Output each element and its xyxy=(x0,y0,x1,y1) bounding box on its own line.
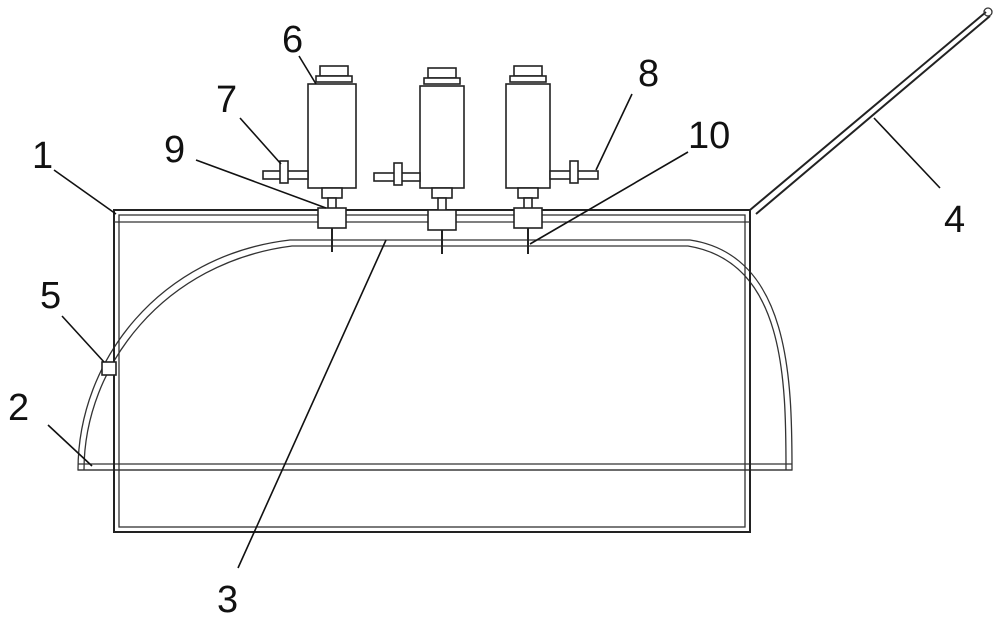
angled-handle xyxy=(750,8,992,214)
leader-8 xyxy=(596,94,632,170)
leader-1 xyxy=(54,170,116,214)
label-6: 6 xyxy=(282,19,303,61)
leader-9 xyxy=(196,160,326,208)
label-9: 9 xyxy=(164,129,185,171)
rectangular-frame xyxy=(114,210,750,532)
side-block xyxy=(102,362,116,375)
leader-7 xyxy=(240,118,281,164)
part-labels: 1 2 3 4 5 6 7 8 9 10 xyxy=(8,19,965,621)
leader-5 xyxy=(62,316,104,362)
label-2: 2 xyxy=(8,387,29,429)
arched-cover xyxy=(78,240,792,470)
label-1: 1 xyxy=(32,135,53,177)
leader-4 xyxy=(874,118,940,188)
cylinder-unit-right xyxy=(506,66,598,254)
label-8: 8 xyxy=(638,53,659,95)
label-4: 4 xyxy=(944,199,965,241)
label-3: 3 xyxy=(217,579,238,621)
cylinder-unit-center xyxy=(374,68,464,254)
leader-10 xyxy=(530,152,688,244)
label-5: 5 xyxy=(40,275,61,317)
leader-3 xyxy=(238,240,386,568)
label-7: 7 xyxy=(216,79,237,121)
label-10: 10 xyxy=(688,115,730,157)
